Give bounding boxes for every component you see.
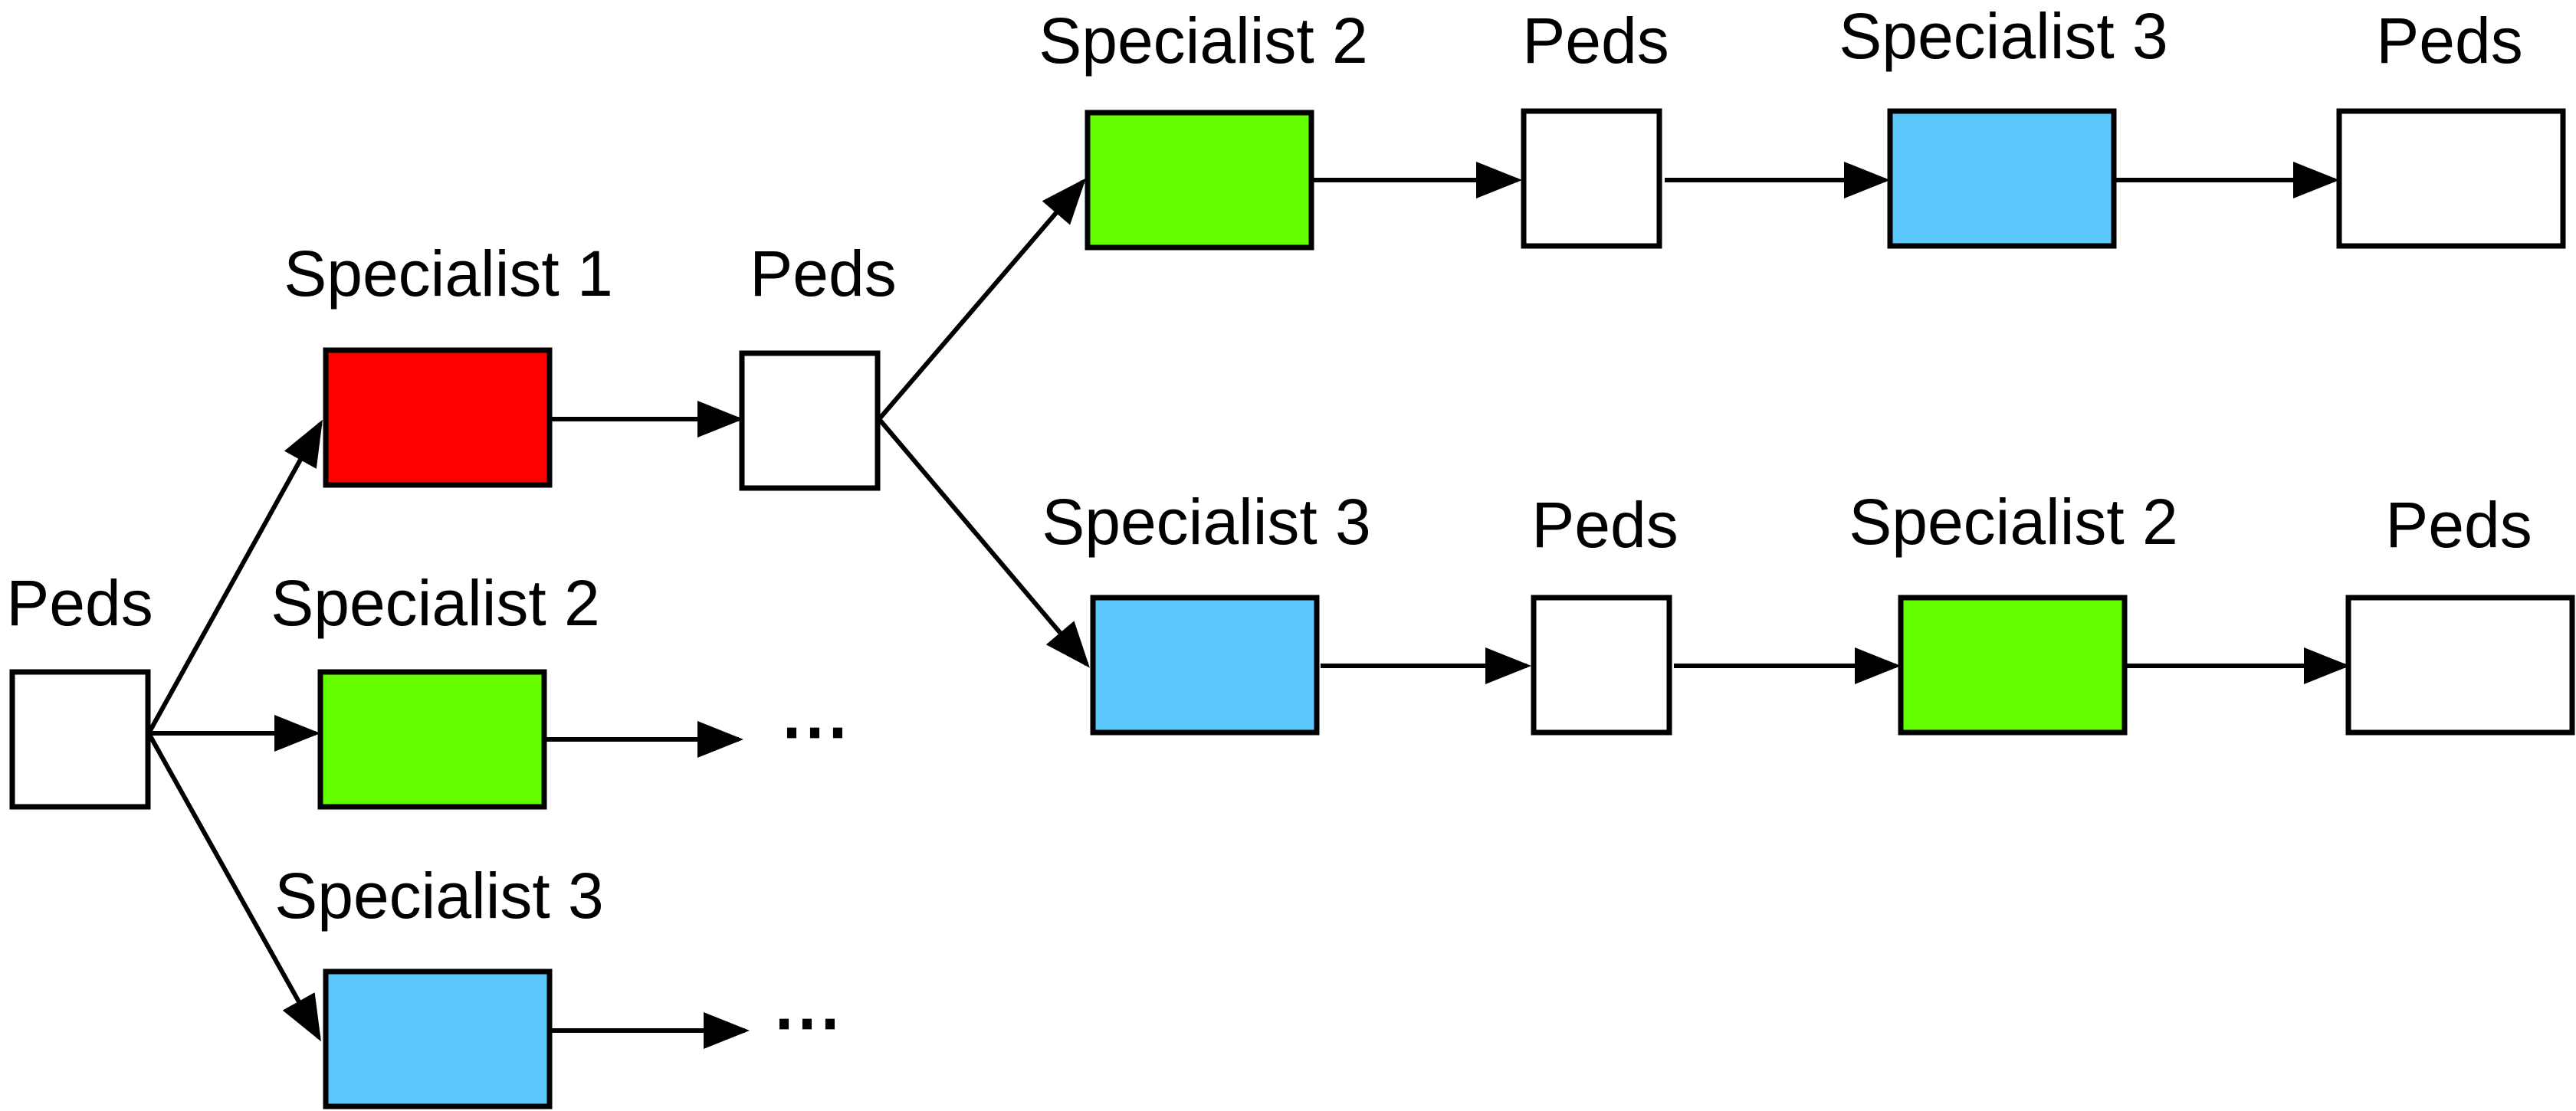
node-bottom-specialist-2 xyxy=(1898,595,2128,736)
edge-root-to-spec3 xyxy=(146,732,321,1042)
node-top-peds-2 xyxy=(2336,108,2566,249)
node-root-peds xyxy=(9,669,151,810)
node-specialist-1 xyxy=(323,347,553,488)
label-root-peds: Peds xyxy=(6,567,153,639)
ellipsis-after-specialist-2: ⋯ xyxy=(780,693,854,770)
label-specialist-1: Specialist 1 xyxy=(284,238,613,310)
label-top-specialist-3: Specialist 3 xyxy=(1839,0,2168,72)
node-bottom-specialist-3 xyxy=(1090,595,1320,736)
label-top-specialist-2: Specialist 2 xyxy=(1039,5,1368,77)
label-bottom-peds-2: Peds xyxy=(2385,489,2532,561)
node-top-specialist-2 xyxy=(1085,110,1314,251)
node-specialist-2-a xyxy=(317,669,547,810)
node-top-peds-1 xyxy=(1521,108,1662,249)
label-bottom-peds-1: Peds xyxy=(1531,489,1678,561)
edge-peds-to-top-spec2 xyxy=(877,178,1086,421)
edges xyxy=(146,162,2350,1049)
edge-root-to-spec1 xyxy=(146,419,323,735)
label-bottom-specialist-2: Specialist 2 xyxy=(1849,486,2178,558)
edge-peds-to-bot-spec3 xyxy=(877,418,1090,668)
ellipsis-after-specialist-3: ⋯ xyxy=(773,985,846,1061)
label-top-peds-2: Peds xyxy=(2376,5,2522,77)
node-bottom-peds-1 xyxy=(1531,595,1672,736)
label-peds-mid: Peds xyxy=(750,238,896,310)
node-bottom-peds-2 xyxy=(2345,595,2575,736)
nodes xyxy=(9,108,2575,1109)
label-bottom-specialist-3: Specialist 3 xyxy=(1042,486,1371,558)
label-top-peds-1: Peds xyxy=(1522,5,1669,77)
node-peds-mid xyxy=(739,350,881,491)
label-specialist-2-a: Specialist 2 xyxy=(271,567,600,639)
node-top-specialist-3 xyxy=(1887,108,2117,249)
label-specialist-3-a: Specialist 3 xyxy=(274,860,604,932)
labels: Peds Specialist 1 Specialist 2 Specialis… xyxy=(6,0,2532,1061)
node-specialist-3-a xyxy=(323,968,553,1109)
